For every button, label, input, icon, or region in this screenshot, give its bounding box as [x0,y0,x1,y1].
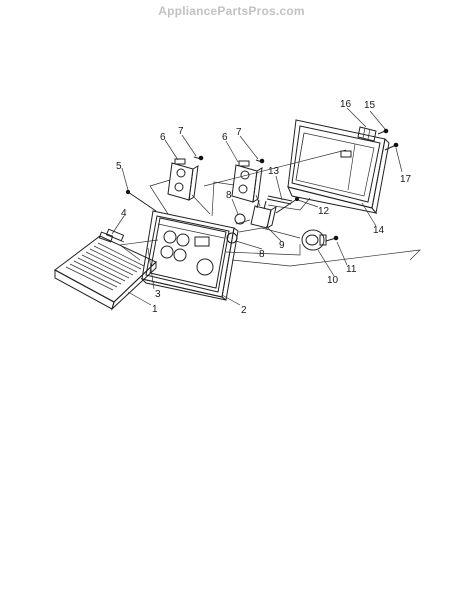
watermark-text: AppliancePartsPros.com [158,4,305,18]
callout-12: 12 [318,206,330,217]
callout-3: 3 [155,289,161,300]
callout-5: 5 [116,161,122,172]
callout-2: 2 [241,305,247,316]
callout-16: 16 [340,99,352,110]
part-screw-11[interactable] [325,235,339,242]
callout-10: 10 [327,275,339,286]
callout-9: 9 [279,240,285,251]
part-cover-lid[interactable] [54,231,157,311]
callout-8a: 8 [226,190,232,201]
callout-11: 11 [346,264,357,275]
part-faceplate[interactable] [149,217,227,289]
part-screw-15[interactable] [377,128,389,135]
callout-17: 17 [400,174,412,185]
part-breaker-switch[interactable] [250,199,277,230]
part-receptacle-right[interactable] [231,160,263,203]
callout-14: 14 [373,225,385,236]
callout-8b: 8 [259,249,265,260]
assembly-paths [119,149,421,267]
part-screw-5[interactable] [125,189,157,212]
part-round-receptacle[interactable] [301,229,327,251]
part-knob-upper[interactable] [234,213,246,225]
part-rod[interactable] [266,195,293,205]
part-panel-frame[interactable] [140,210,239,301]
part-housing[interactable] [287,119,390,215]
callout-13: 13 [268,166,280,177]
part-screw-7-left[interactable] [193,155,204,161]
callout-6b: 6 [222,132,228,143]
callout-6a: 6 [160,132,166,143]
callout-7b: 7 [236,127,242,138]
part-knob-lower[interactable] [226,232,238,244]
callout-15: 15 [364,100,376,111]
callout-7a: 7 [178,126,184,137]
leader-lines [111,107,403,306]
part-terminal-block[interactable] [357,126,377,142]
part-screw-7-right[interactable] [255,158,265,164]
part-hinge[interactable] [105,228,125,243]
part-screw-17[interactable] [384,142,399,151]
part-receptacle-left[interactable] [167,158,199,201]
callout-1: 1 [152,304,158,315]
callout-4: 4 [121,208,127,219]
